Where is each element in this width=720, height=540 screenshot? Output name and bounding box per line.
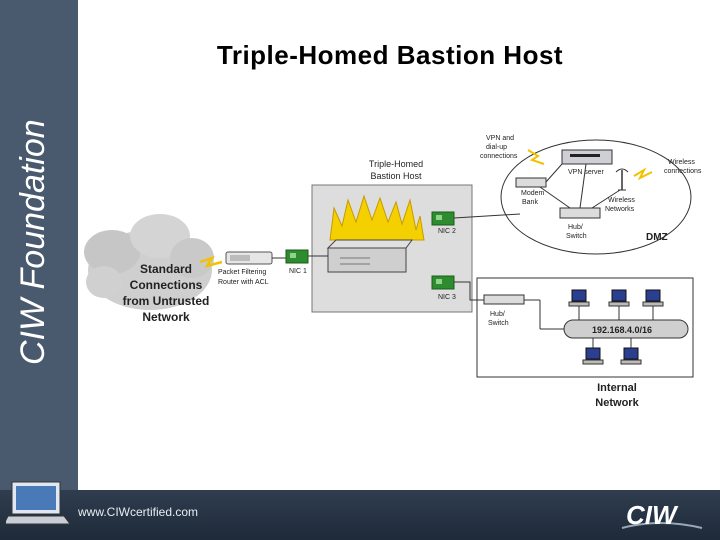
dmz-hub-label-line2: Switch	[566, 233, 587, 240]
nic3-label: NIC 3	[438, 294, 456, 301]
lightning-icon	[633, 167, 653, 181]
vpn-dialup-label-line2: dial-up	[486, 144, 507, 151]
wireless-connections-label-line2: connections	[664, 168, 702, 175]
untrusted-network-cloud	[84, 214, 214, 310]
vpn-server-icon	[561, 149, 613, 165]
cloud-label-line3: from Untrusted	[123, 294, 210, 308]
ciw-logo: CIW	[621, 500, 703, 530]
dmz-ellipse	[500, 139, 692, 255]
cloud-label-line4: Network	[142, 310, 190, 324]
nic2-card-icon	[431, 211, 455, 226]
modem-bank-icon	[515, 163, 563, 188]
cloud-label-line2: Connections	[130, 278, 203, 292]
internal-network-box	[476, 277, 694, 378]
sidebar-brand-text: CIW Foundations	[14, 120, 52, 365]
nic3-card-icon	[431, 275, 455, 290]
router-label-line2: Router with ACL	[218, 279, 269, 286]
internal-network-label-line1: Internal	[597, 382, 637, 394]
internal-hub-label-line1: Hub/	[490, 311, 505, 318]
workstation-icon	[608, 289, 630, 320]
router-label-line1: Packet Filtering	[218, 269, 266, 276]
vpn-dialup-label-line1: VPN and	[486, 135, 514, 142]
modem-bank-label-line1: Modem	[521, 190, 545, 197]
workstation-icon	[582, 338, 604, 365]
footer-url[interactable]: www.CIWcertified.com	[78, 505, 199, 519]
workstation-icon	[642, 289, 664, 320]
dmz-label: DMZ	[646, 232, 668, 243]
vpn-server-label: VPN server	[568, 169, 604, 176]
lightning-icon	[527, 149, 545, 165]
lightning-icon	[199, 255, 223, 269]
subnet-label: 192.168.4.0/16	[592, 325, 652, 335]
sidebar-brand: CIW Foundations	[14, 120, 52, 365]
internal-hub-icon	[483, 294, 525, 305]
workstation-icon	[568, 289, 590, 320]
router-icon	[225, 251, 273, 265]
cloud-label-line1: Standard	[140, 262, 192, 276]
firewall-flames-icon	[329, 194, 425, 241]
wireless-connections-label-line1: Wireless	[668, 159, 695, 166]
vpn-dialup-label-line3: connections	[480, 153, 518, 160]
bastion-label-line2: Bastion Host	[370, 171, 422, 181]
wireless-antenna-icon	[615, 168, 629, 191]
dmz-hub-label-line1: Hub/	[568, 224, 583, 231]
network-diagram: Standard Connections from Untrusted Netw…	[84, 135, 702, 409]
footer: www.CIWcertified.com CIW	[0, 481, 720, 540]
internal-network-label-line2: Network	[595, 397, 639, 409]
laptop-icon	[6, 481, 71, 525]
lan-backbone	[563, 319, 689, 339]
page-title: Triple-Homed Bastion Host	[216, 40, 564, 70]
bastion-label-line1: Triple-Homed	[369, 159, 423, 169]
server-icon	[326, 239, 413, 273]
workstation-icon	[620, 338, 642, 365]
nic2-label: NIC 2	[438, 228, 456, 235]
nic1-card-icon	[285, 249, 309, 264]
sidebar: CIW Foundations	[0, 0, 78, 490]
nic2-link	[453, 213, 521, 219]
wireless-networks-label-line2: Networks	[605, 206, 635, 213]
ciw-logo-text: CIW	[626, 500, 679, 530]
nic1-label: NIC 1	[289, 268, 307, 275]
dmz-hub-icon	[539, 163, 621, 219]
internal-hub-label-line2: Switch	[488, 320, 509, 327]
wireless-networks-label-line1: Wireless	[608, 197, 635, 204]
modem-bank-label-line2: Bank	[522, 199, 538, 206]
